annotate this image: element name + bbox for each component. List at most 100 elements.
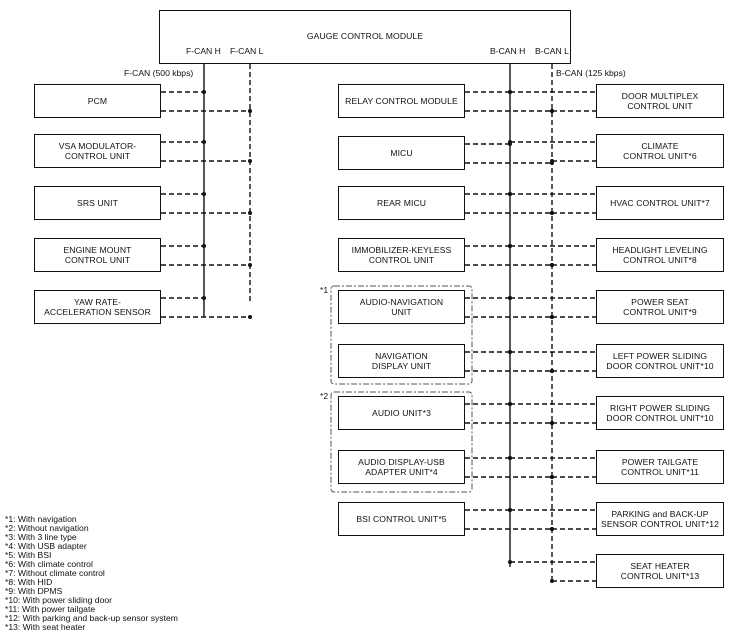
footnote-1: *1: With navigation [5, 514, 77, 524]
right-dot-h-9 [508, 560, 512, 564]
footnote-4: *4: With USB adapter [5, 541, 87, 551]
bcan-speed-label: B-CAN (125 kbps) [556, 68, 626, 78]
footnote-2: *2: Without navigation [5, 523, 89, 533]
right-dot-l-0 [550, 109, 554, 113]
right-dot-h-7 [508, 456, 512, 460]
right-dot-h-8 [508, 508, 512, 512]
middle-unit-1-label: MICU [390, 148, 413, 158]
right-unit-3-label: HEADLIGHT LEVELING CONTROL UNIT*8 [612, 245, 708, 265]
middle-unit-1: MICU [338, 136, 465, 170]
left-dot-h-2 [202, 192, 206, 196]
footnote-9: *9: With DPMS [5, 586, 63, 596]
right-unit-1-label: CLIMATE CONTROL UNIT*6 [623, 141, 697, 161]
right-dot-l-3 [550, 263, 554, 267]
right-unit-6-label: RIGHT POWER SLIDING DOOR CONTROL UNIT*10 [606, 403, 714, 423]
right-dot-h-1 [508, 140, 512, 144]
middle-unit-8-label: BSI CONTROL UNIT*5 [356, 514, 447, 524]
right-unit-5: LEFT POWER SLIDING DOOR CONTROL UNIT*10 [596, 344, 724, 378]
left-dot-h-3 [202, 244, 206, 248]
right-unit-8-label: PARKING and BACK-UP SENSOR CONTROL UNIT*… [601, 509, 719, 529]
footnote-7: *7: Without climate control [5, 568, 105, 578]
right-dot-l-2 [550, 211, 554, 215]
left-dot-l-0 [248, 109, 252, 113]
left-dot-l-1 [248, 159, 252, 163]
bcan-l-label: B-CAN L [535, 46, 569, 56]
group-box-no-navigation [330, 391, 473, 493]
middle-unit-6-label: AUDIO UNIT*3 [372, 408, 431, 418]
footnote-8: *8: With HID [5, 577, 53, 587]
right-dot-l-4 [550, 315, 554, 319]
gauge-control-module: GAUGE CONTROL MODULE [159, 10, 571, 64]
right-dot-l-7 [550, 475, 554, 479]
footnote-6: *6: With climate control [5, 559, 93, 569]
right-unit-4-label: POWER SEAT CONTROL UNIT*9 [623, 297, 697, 317]
footnote-13: *13: With seat heater [5, 622, 86, 632]
left-unit-0-label: PCM [87, 96, 108, 106]
right-unit-6: RIGHT POWER SLIDING DOOR CONTROL UNIT*10 [596, 396, 724, 430]
left-dot-l-2 [248, 211, 252, 215]
middle-unit-3: IMMOBILIZER-KEYLESS CONTROL UNIT [338, 238, 465, 272]
fcan-speed-label: F-CAN (500 kbps) [124, 68, 194, 78]
right-unit-7-label: POWER TAILGATE CONTROL UNIT*11 [621, 457, 699, 477]
left-dot-h-4 [202, 296, 206, 300]
group-box-navigation [330, 285, 473, 385]
fcan-h-label: F-CAN H [186, 46, 221, 56]
left-unit-1-label: VSA MODULATOR- CONTROL UNIT [58, 141, 137, 161]
right-unit-7: POWER TAILGATE CONTROL UNIT*11 [596, 450, 724, 484]
left-unit-4: YAW RATE- ACCELERATION SENSOR [34, 290, 161, 324]
left-unit-2-label: SRS UNIT [77, 198, 118, 208]
middle-unit-8: BSI CONTROL UNIT*5 [338, 502, 465, 536]
middle-unit-6: AUDIO UNIT*3 [338, 396, 465, 430]
footnote-5: *5: With BSI [5, 550, 52, 560]
middle-unit-0: RELAY CONTROL MODULE [338, 84, 465, 118]
left-dot-h-1 [202, 140, 206, 144]
right-unit-0-label: DOOR MULTIPLEX CONTROL UNIT [621, 91, 699, 111]
right-unit-3: HEADLIGHT LEVELING CONTROL UNIT*8 [596, 238, 724, 272]
bcan-h-label: B-CAN H [490, 46, 526, 56]
footnote-10: *10: With power sliding door [5, 595, 112, 605]
right-dot-h-2 [508, 192, 512, 196]
right-unit-0: DOOR MULTIPLEX CONTROL UNIT [596, 84, 724, 118]
right-dot-l-1 [550, 159, 554, 163]
right-dot-h-3 [508, 244, 512, 248]
footnote-3: *3: With 3 line type [5, 532, 77, 542]
middle-unit-5-label: NAVIGATION DISPLAY UNIT [371, 351, 432, 371]
middle-unit-5: NAVIGATION DISPLAY UNIT [338, 344, 465, 378]
left-unit-4-label: YAW RATE- ACCELERATION SENSOR [44, 297, 151, 317]
left-unit-3: ENGINE MOUNT CONTROL UNIT [34, 238, 161, 272]
right-unit-5-label: LEFT POWER SLIDING DOOR CONTROL UNIT*10 [606, 351, 714, 371]
middle-unit-7-label: AUDIO DISPLAY-USB ADAPTER UNIT*4 [358, 457, 445, 477]
middle-unit-4: AUDIO-NAVIGATION UNIT [338, 290, 465, 324]
left-unit-3-label: ENGINE MOUNT CONTROL UNIT [63, 245, 132, 265]
footnote-12: *12: With parking and back-up sensor sys… [5, 613, 178, 623]
right-unit-9-label: SEAT HEATER CONTROL UNIT*13 [620, 561, 700, 581]
middle-unit-7: AUDIO DISPLAY-USB ADAPTER UNIT*4 [338, 450, 465, 484]
right-dot-l-9 [550, 579, 554, 583]
left-dot-h-0 [202, 90, 206, 94]
left-unit-0: PCM [34, 84, 161, 118]
right-dot-h-4 [508, 296, 512, 300]
middle-unit-4-label: AUDIO-NAVIGATION UNIT [359, 297, 444, 317]
left-unit-2: SRS UNIT [34, 186, 161, 220]
right-unit-4: POWER SEAT CONTROL UNIT*9 [596, 290, 724, 324]
right-unit-8: PARKING and BACK-UP SENSOR CONTROL UNIT*… [596, 502, 724, 536]
middle-unit-2: REAR MICU [338, 186, 465, 220]
left-dot-l-3 [248, 263, 252, 267]
middle-unit-2-label: REAR MICU [376, 198, 427, 208]
right-dot-h-5 [508, 350, 512, 354]
right-unit-1: CLIMATE CONTROL UNIT*6 [596, 134, 724, 168]
middle-unit-3-label: IMMOBILIZER-KEYLESS CONTROL UNIT [351, 245, 452, 265]
footnote-11: *11: With power tailgate [5, 604, 96, 614]
group-label-2: *2 [320, 391, 329, 401]
right-dot-l-5 [550, 369, 554, 373]
left-dot-l-4 [248, 315, 252, 319]
right-dot-l-8 [550, 527, 554, 531]
gauge-control-module-label: GAUGE CONTROL MODULE [306, 31, 424, 41]
group-label-1: *1 [320, 285, 329, 295]
right-dot-h-6 [508, 402, 512, 406]
middle-unit-0-label: RELAY CONTROL MODULE [345, 96, 458, 106]
right-unit-2: HVAC CONTROL UNIT*7 [596, 186, 724, 220]
right-unit-9: SEAT HEATER CONTROL UNIT*13 [596, 554, 724, 588]
fcan-l-label: F-CAN L [230, 46, 264, 56]
